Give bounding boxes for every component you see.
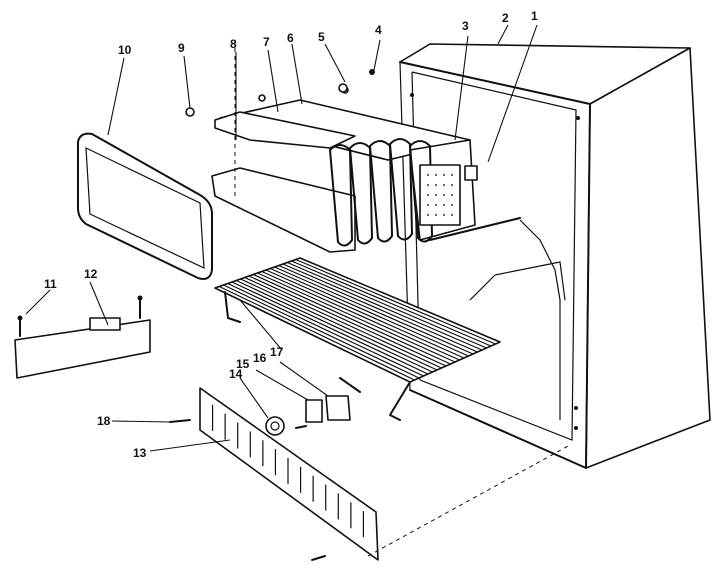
thermostat-parts: [265, 377, 361, 436]
callout-18: 18: [97, 414, 111, 428]
callout-leaders: [25, 24, 538, 452]
callout-4: 4: [375, 23, 382, 37]
callout-5: 5: [318, 30, 325, 44]
shelf-wire: [244, 276, 442, 369]
perforations: [427, 174, 453, 216]
wire-shelf: [214, 257, 501, 421]
shelf-wires: [218, 258, 496, 381]
shelf-wire: [261, 270, 460, 361]
shelf-wire: [257, 272, 456, 363]
shelf-wire: [265, 269, 465, 359]
shelf-wire: [248, 275, 447, 367]
shelf-wire: [218, 285, 415, 381]
callout-10: 10: [118, 43, 132, 57]
shelf-wire: [240, 278, 438, 371]
callout-9: 9: [178, 41, 185, 55]
cooling-unit: [211, 86, 521, 253]
grille-slots: [211, 404, 365, 538]
shelf-wire: [282, 263, 483, 351]
mounting-bracket: [14, 295, 151, 379]
callout-15: 15: [236, 357, 250, 371]
callout-3: 3: [462, 19, 469, 33]
shelf-wire: [287, 261, 487, 349]
shelf-wire: [278, 264, 478, 353]
callout-13: 13: [133, 446, 147, 460]
shelf-wire: [223, 284, 420, 379]
callout-14: 14: [229, 367, 243, 381]
callout-7: 7: [263, 35, 270, 49]
shelf-wire: [235, 279, 433, 373]
coil-fins: [329, 138, 433, 247]
callout-2: 2: [502, 11, 509, 25]
shelf-wire: [227, 282, 424, 377]
callout-8: 8: [230, 37, 237, 51]
shelf-wire: [274, 266, 474, 355]
callout-12: 12: [84, 267, 98, 281]
shelf-wire: [253, 273, 451, 365]
grille: [199, 387, 379, 561]
callout-6: 6: [287, 31, 294, 45]
cabinet: [399, 43, 711, 469]
shelf-wire: [295, 258, 496, 345]
callout-17: 17: [270, 345, 284, 359]
callout-1: 1: [531, 9, 538, 23]
callout-11: 11: [44, 277, 57, 291]
callout-labels: 1 2 3 4 5 6 7 8 9 10 11 12 13 14 15 16 1…: [44, 9, 538, 460]
shelf-wire: [291, 260, 492, 347]
gasket-frame: [77, 132, 213, 280]
shelf-wire: [270, 267, 469, 357]
callout-16: 16: [253, 351, 267, 365]
shelf-wire: [231, 281, 429, 375]
